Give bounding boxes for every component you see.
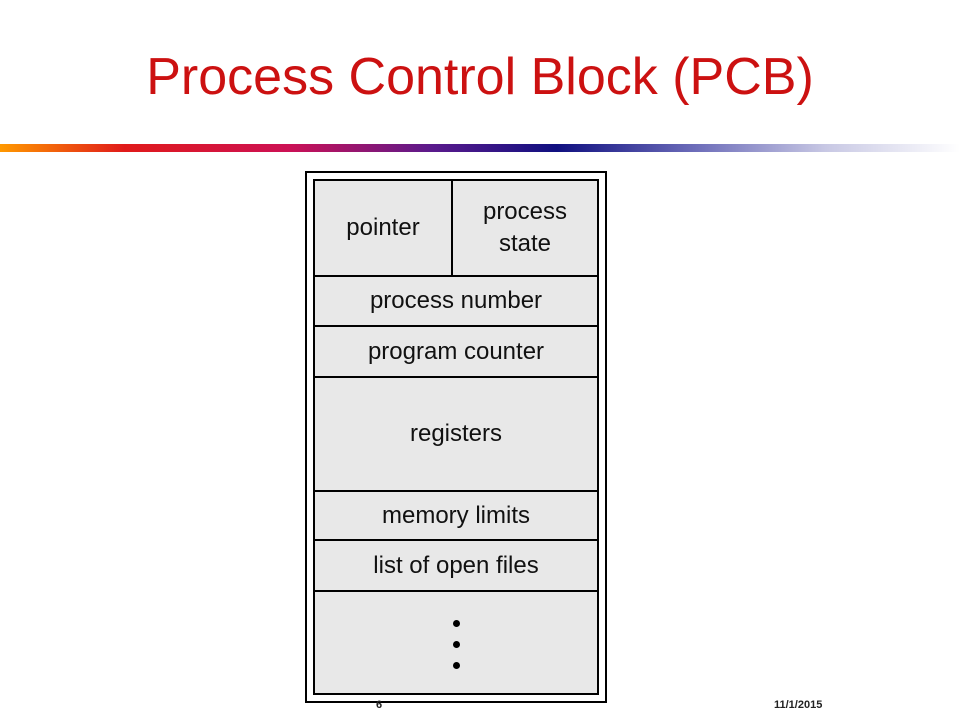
slide-title: Process Control Block (PCB)	[146, 48, 814, 106]
pcb-field-open-files: list of open files	[315, 541, 597, 592]
slide-date: 11/1/2015	[774, 699, 823, 711]
pcb-field-memory-limits: memory limits	[315, 492, 597, 541]
ellipsis-dot	[452, 662, 460, 669]
pcb-field-process-state: process state	[482, 198, 568, 257]
pcb-field-more-ellipsis	[315, 592, 597, 693]
pcb-field-program-counter: program counter	[315, 327, 597, 378]
pcb-field-pointer: pointer	[315, 181, 453, 275]
pcb-frame: pointer process state process number pro…	[313, 179, 599, 695]
title-underline	[0, 144, 960, 152]
slide-number: 6	[376, 699, 383, 711]
ellipsis-dot	[452, 620, 460, 627]
pcb-diagram: pointer process state process number pro…	[305, 171, 607, 703]
pcb-field-process-number: process number	[315, 277, 597, 327]
pcb-field-registers: registers	[315, 378, 597, 492]
pcb-row-pointer-state: pointer process state	[315, 181, 597, 277]
ellipsis-dot	[452, 641, 460, 648]
